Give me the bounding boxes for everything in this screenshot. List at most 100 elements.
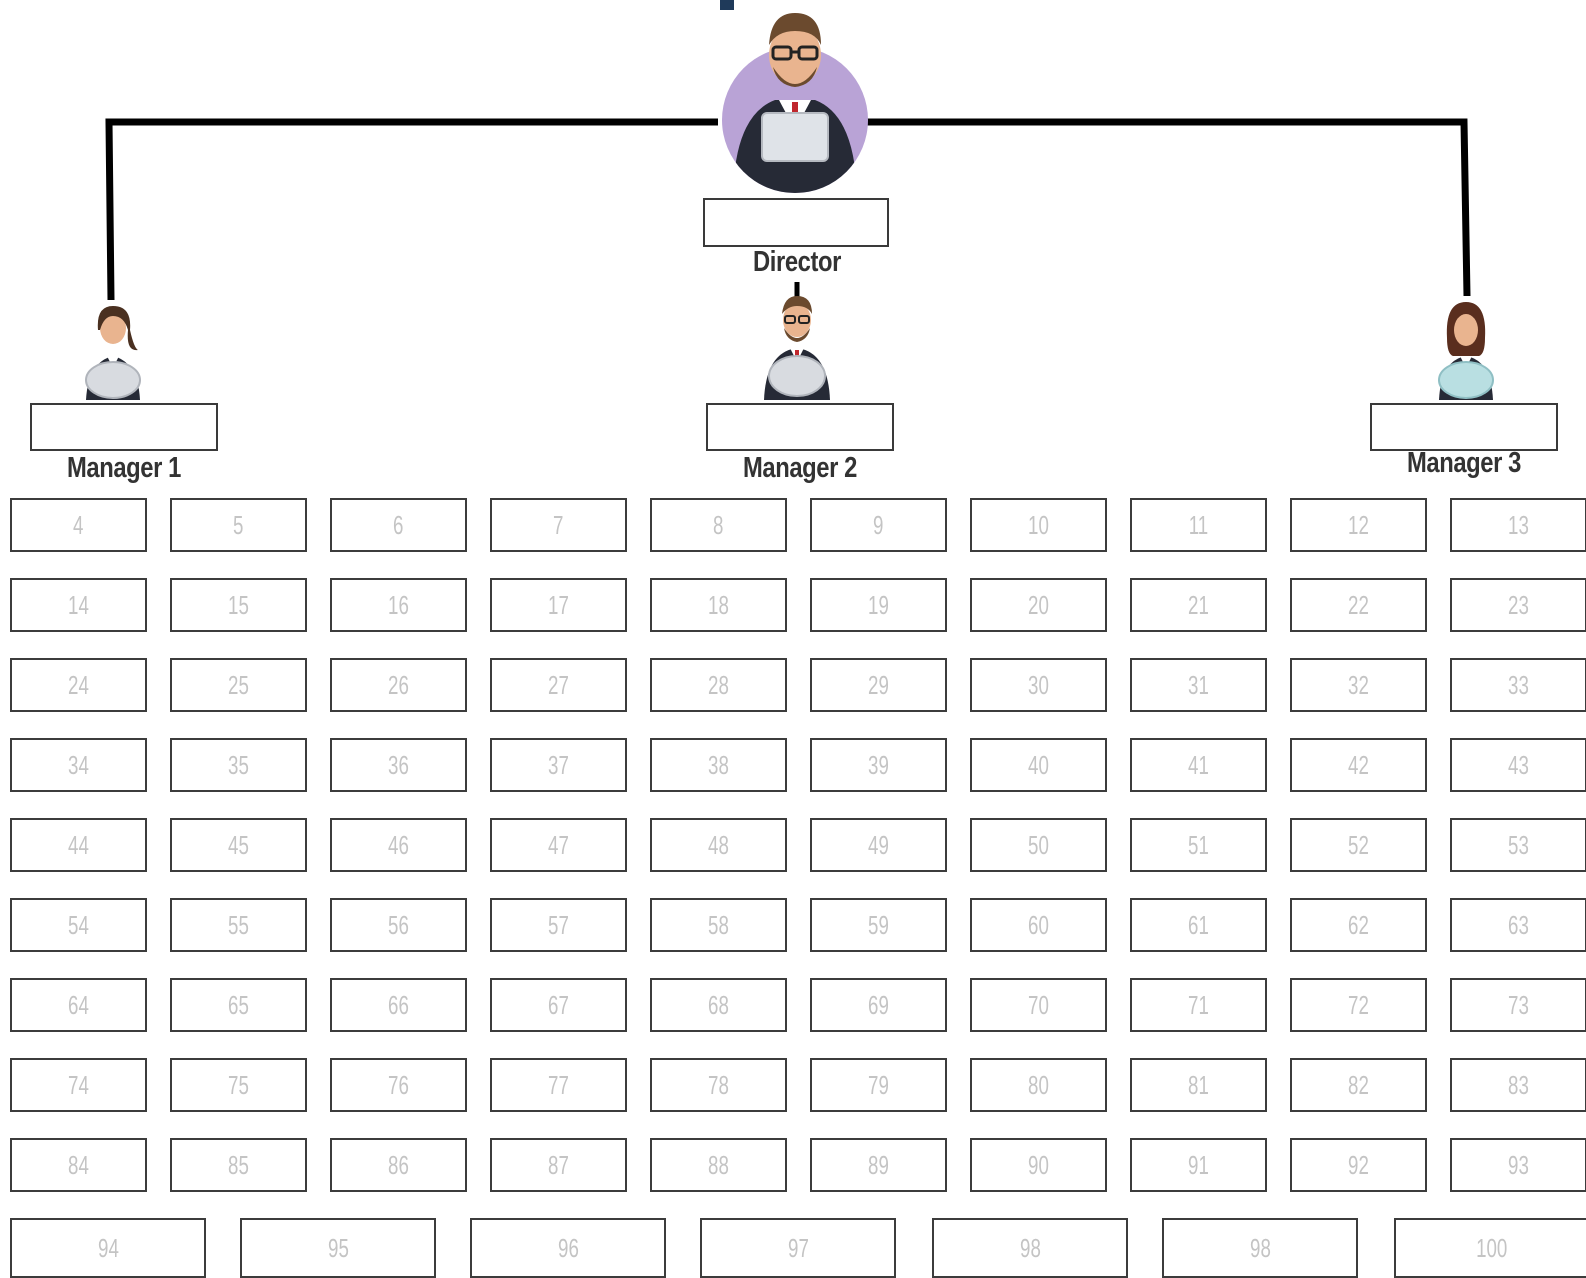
staff-box[interactable]: 76: [330, 1058, 467, 1112]
staff-box[interactable]: 49: [810, 818, 947, 872]
director-name-field[interactable]: [703, 198, 889, 247]
staff-box[interactable]: 94: [10, 1218, 206, 1278]
staff-box[interactable]: 79: [810, 1058, 947, 1112]
staff-box[interactable]: 98: [1162, 1218, 1358, 1278]
staff-box[interactable]: 46: [330, 818, 467, 872]
staff-box[interactable]: 88: [650, 1138, 787, 1192]
staff-box[interactable]: 13: [1450, 498, 1586, 552]
staff-box[interactable]: 54: [10, 898, 147, 952]
staff-box[interactable]: 52: [1290, 818, 1427, 872]
staff-box[interactable]: 19: [810, 578, 947, 632]
staff-box[interactable]: 84: [10, 1138, 147, 1192]
staff-box[interactable]: 10: [970, 498, 1107, 552]
staff-box[interactable]: 20: [970, 578, 1107, 632]
manager-1-name-field[interactable]: [30, 403, 218, 451]
staff-box[interactable]: 95: [240, 1218, 436, 1278]
staff-box[interactable]: 77: [490, 1058, 627, 1112]
staff-box[interactable]: 65: [170, 978, 307, 1032]
staff-box[interactable]: 89: [810, 1138, 947, 1192]
staff-box[interactable]: 93: [1450, 1138, 1586, 1192]
staff-box[interactable]: 18: [650, 578, 787, 632]
staff-box[interactable]: 32: [1290, 658, 1427, 712]
staff-box[interactable]: 63: [1450, 898, 1586, 952]
staff-box[interactable]: 96: [470, 1218, 666, 1278]
staff-box[interactable]: 14: [10, 578, 147, 632]
staff-box[interactable]: 8: [650, 498, 787, 552]
staff-box[interactable]: 97: [700, 1218, 896, 1278]
staff-box[interactable]: 70: [970, 978, 1107, 1032]
staff-box[interactable]: 27: [490, 658, 627, 712]
staff-box[interactable]: 43: [1450, 738, 1586, 792]
staff-box[interactable]: 100: [1394, 1218, 1586, 1278]
staff-box[interactable]: 74: [10, 1058, 147, 1112]
staff-box[interactable]: 50: [970, 818, 1107, 872]
staff-box[interactable]: 40: [970, 738, 1107, 792]
manager-3-name-field[interactable]: [1370, 403, 1558, 451]
staff-box[interactable]: 75: [170, 1058, 307, 1112]
staff-box[interactable]: 35: [170, 738, 307, 792]
staff-box[interactable]: 25: [170, 658, 307, 712]
staff-box[interactable]: 24: [10, 658, 147, 712]
staff-box[interactable]: 56: [330, 898, 467, 952]
staff-box[interactable]: 12: [1290, 498, 1427, 552]
staff-box[interactable]: 87: [490, 1138, 627, 1192]
staff-box[interactable]: 41: [1130, 738, 1267, 792]
staff-box[interactable]: 64: [10, 978, 147, 1032]
staff-box[interactable]: 44: [10, 818, 147, 872]
staff-box[interactable]: 66: [330, 978, 467, 1032]
staff-box[interactable]: 36: [330, 738, 467, 792]
staff-box[interactable]: 60: [970, 898, 1107, 952]
staff-box[interactable]: 48: [650, 818, 787, 872]
staff-box[interactable]: 31: [1130, 658, 1267, 712]
staff-box[interactable]: 38: [650, 738, 787, 792]
staff-box[interactable]: 68: [650, 978, 787, 1032]
staff-box[interactable]: 17: [490, 578, 627, 632]
staff-box[interactable]: 57: [490, 898, 627, 952]
staff-box[interactable]: 5: [170, 498, 307, 552]
staff-box[interactable]: 6: [330, 498, 467, 552]
staff-box[interactable]: 82: [1290, 1058, 1427, 1112]
staff-box[interactable]: 21: [1130, 578, 1267, 632]
staff-box[interactable]: 39: [810, 738, 947, 792]
staff-box[interactable]: 69: [810, 978, 947, 1032]
manager-2-name-field[interactable]: [706, 403, 894, 451]
staff-box[interactable]: 81: [1130, 1058, 1267, 1112]
staff-box[interactable]: 22: [1290, 578, 1427, 632]
staff-box[interactable]: 98: [932, 1218, 1128, 1278]
staff-box[interactable]: 34: [10, 738, 147, 792]
staff-box[interactable]: 61: [1130, 898, 1267, 952]
staff-box[interactable]: 55: [170, 898, 307, 952]
staff-box[interactable]: 85: [170, 1138, 307, 1192]
staff-box[interactable]: 59: [810, 898, 947, 952]
staff-box[interactable]: 51: [1130, 818, 1267, 872]
staff-box[interactable]: 92: [1290, 1138, 1427, 1192]
staff-box[interactable]: 45: [170, 818, 307, 872]
staff-box[interactable]: 83: [1450, 1058, 1586, 1112]
staff-box[interactable]: 67: [490, 978, 627, 1032]
staff-box[interactable]: 11: [1130, 498, 1267, 552]
staff-box[interactable]: 53: [1450, 818, 1586, 872]
staff-box[interactable]: 23: [1450, 578, 1586, 632]
staff-box[interactable]: 4: [10, 498, 147, 552]
staff-box[interactable]: 16: [330, 578, 467, 632]
staff-box[interactable]: 7: [490, 498, 627, 552]
staff-box[interactable]: 42: [1290, 738, 1427, 792]
staff-box[interactable]: 28: [650, 658, 787, 712]
staff-box[interactable]: 15: [170, 578, 307, 632]
staff-box[interactable]: 26: [330, 658, 467, 712]
staff-box[interactable]: 90: [970, 1138, 1107, 1192]
staff-box[interactable]: 37: [490, 738, 627, 792]
staff-box[interactable]: 86: [330, 1138, 467, 1192]
staff-box[interactable]: 80: [970, 1058, 1107, 1112]
staff-box[interactable]: 58: [650, 898, 787, 952]
staff-box[interactable]: 47: [490, 818, 627, 872]
staff-box[interactable]: 33: [1450, 658, 1586, 712]
staff-box[interactable]: 78: [650, 1058, 787, 1112]
staff-box[interactable]: 30: [970, 658, 1107, 712]
staff-box[interactable]: 29: [810, 658, 947, 712]
staff-box[interactable]: 71: [1130, 978, 1267, 1032]
staff-box[interactable]: 72: [1290, 978, 1427, 1032]
staff-box[interactable]: 9: [810, 498, 947, 552]
staff-box[interactable]: 73: [1450, 978, 1586, 1032]
staff-box[interactable]: 62: [1290, 898, 1427, 952]
